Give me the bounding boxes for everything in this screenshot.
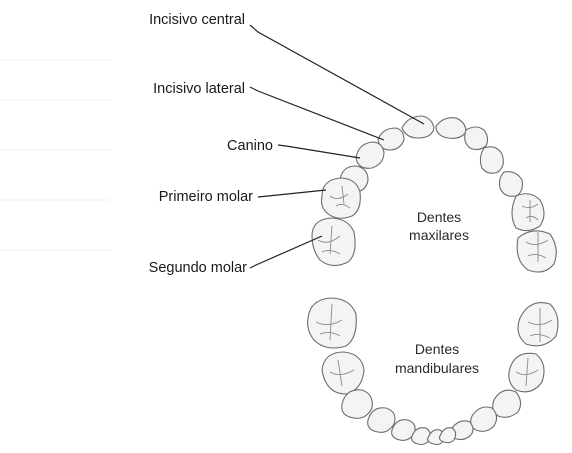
maxillary-arch bbox=[312, 116, 556, 272]
leader-lateral-incisor bbox=[250, 87, 384, 140]
label-maxillary-line2: maxilares bbox=[409, 227, 469, 243]
label-canine: Canino bbox=[227, 138, 273, 154]
tooth-maxillary-canine-right bbox=[480, 147, 503, 173]
label-maxillary-line1: Dentes bbox=[417, 209, 461, 225]
tooth-mandibular-first-molar-left bbox=[322, 352, 364, 394]
tooth-maxillary-second-molar-right bbox=[517, 231, 556, 272]
tooth-mandibular-incisor-3 bbox=[440, 428, 456, 443]
tooth-maxillary-central-incisor-right bbox=[436, 118, 466, 139]
tooth-mandibular-premolar-left-2 bbox=[368, 408, 395, 433]
label-lateral-incisor: Incisivo lateral bbox=[153, 81, 245, 97]
tooth-maxillary-central-incisor-left bbox=[402, 116, 434, 138]
tooth-mandibular-premolar-right-2 bbox=[471, 407, 497, 431]
label-mandibular-line2: mandibulares bbox=[395, 360, 479, 376]
tooth-labels: Incisivo central Incisivo lateral Canino… bbox=[149, 12, 273, 276]
leader-central-incisor bbox=[250, 25, 424, 124]
tooth-maxillary-canine-left bbox=[356, 142, 384, 168]
leader-canine bbox=[278, 145, 360, 158]
leader-first-molar bbox=[258, 190, 326, 197]
tooth-maxillary-first-premolar-right bbox=[500, 172, 523, 197]
tooth-maxillary-first-molar-right bbox=[512, 194, 544, 231]
label-second-molar: Segundo molar bbox=[149, 260, 248, 276]
leader-second-molar bbox=[250, 236, 322, 268]
tooth-mandibular-premolar-right-1 bbox=[493, 390, 521, 417]
label-first-molar: Primeiro molar bbox=[159, 189, 253, 205]
tooth-maxillary-lateral-incisor-right bbox=[465, 127, 488, 150]
background-scan-lines bbox=[0, 60, 110, 250]
label-mandibular-line1: Dentes bbox=[415, 341, 459, 357]
arch-labels: Dentes maxilares Dentes mandibulares bbox=[395, 209, 479, 376]
tooth-maxillary-second-molar-left bbox=[312, 218, 355, 266]
label-central-incisor: Incisivo central bbox=[149, 12, 245, 28]
